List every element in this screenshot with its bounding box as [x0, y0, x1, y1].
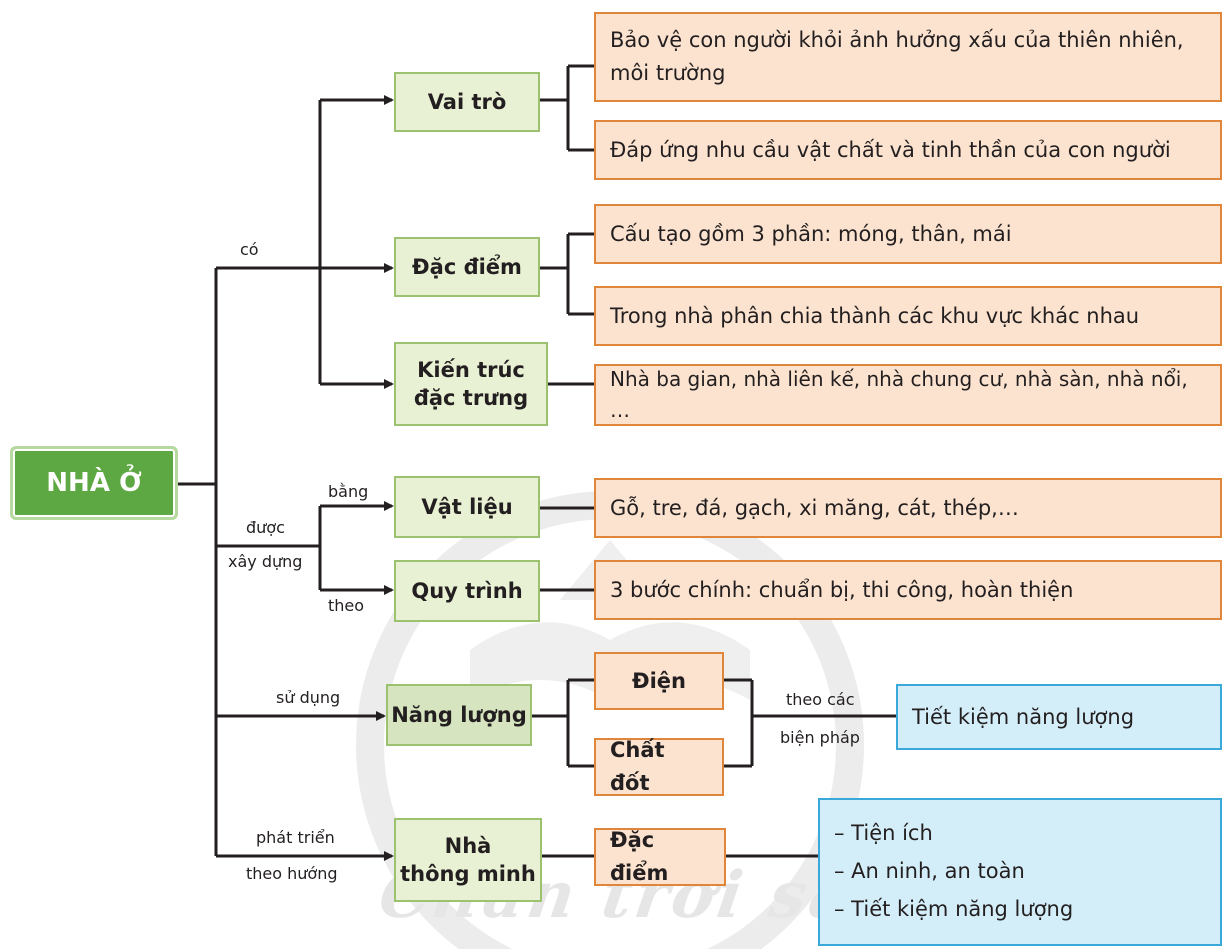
detail-vat-lieu: Gỗ, tre, đá, gạch, xi măng, cát, thép,… [594, 478, 1222, 538]
node-kien-truc: Kiến trúc đặc trưng [394, 342, 548, 426]
detail-vai-tro-2-text: Đáp ứng nhu cầu vật chất và tinh thần củ… [610, 137, 1171, 162]
detail-vai-tro-1-line2: môi trường [610, 61, 726, 85]
detail-dac-diem-tm-label: Đặc điểm [610, 828, 669, 885]
label-co: có [240, 240, 259, 259]
detail-vai-tro-2: Đáp ứng nhu cầu vật chất và tinh thần củ… [594, 120, 1222, 180]
root-node-label: NHÀ Ở [46, 468, 142, 498]
detail-dien-label: Điện [632, 668, 686, 693]
tm-list-item: – Tiện ích [834, 821, 933, 846]
detail-quy-trinh-text: 3 bước chính: chuẩn bị, thi công, hoàn t… [610, 577, 1074, 602]
tm-list-item: – An ninh, an toàn [834, 859, 1025, 884]
label-su-dung: sử dụng [276, 688, 341, 707]
detail-dac-diem-tm: Đặc điểm [594, 828, 726, 886]
node-nha-thong-minh-line1: Nhà [444, 833, 492, 858]
node-vat-lieu: Vật liệu [394, 476, 540, 538]
node-kien-truc-line1: Kiến trúc [417, 357, 525, 382]
detail-dien: Điện [594, 652, 724, 710]
label-duoc: được [246, 518, 285, 537]
detail-vai-tro-1: Bảo vệ con người khỏi ảnh hưởng xấu của … [594, 12, 1222, 102]
node-nha-thong-minh-line2: thông minh [400, 862, 536, 886]
node-vai-tro: Vai trò [394, 72, 540, 132]
label-phat-trien: phát triển [256, 828, 335, 847]
tm-list-item: – Tiết kiệm năng lượng [834, 896, 1074, 921]
detail-quy-trinh: 3 bước chính: chuẩn bị, thi công, hoàn t… [594, 560, 1222, 620]
detail-dac-diem-2: Trong nhà phân chia thành các khu vực kh… [594, 286, 1222, 346]
detail-dac-diem-1-text: Cấu tạo gồm 3 phần: móng, thân, mái [610, 221, 1012, 246]
node-dac-diem: Đặc điểm [394, 237, 540, 297]
detail-tiet-kiem: Tiết kiệm năng lượng [896, 684, 1222, 750]
node-quy-trinh-label: Quy trình [411, 578, 523, 603]
detail-tiet-kiem-text: Tiết kiệm năng lượng [912, 705, 1135, 729]
node-nang-luong-label: Năng lượng [391, 702, 527, 727]
detail-dac-diem-2-text: Trong nhà phân chia thành các khu vực kh… [610, 303, 1140, 328]
node-vat-lieu-label: Vật liệu [421, 494, 513, 519]
node-dac-diem-label: Đặc điểm [412, 254, 522, 279]
label-xay-dung: xây dựng [228, 552, 303, 571]
detail-dac-diem-1: Cấu tạo gồm 3 phần: móng, thân, mái [594, 204, 1222, 264]
label-theo: theo [328, 596, 365, 615]
node-quy-trinh: Quy trình [394, 560, 540, 622]
label-bien-phap: biện pháp [780, 728, 860, 747]
label-theo-cac: theo các [786, 690, 855, 709]
node-nha-thong-minh: Nhà thông minh [394, 818, 542, 902]
detail-vai-tro-1-line1: Bảo vệ con người khỏi ảnh hưởng xấu của … [610, 28, 1184, 53]
node-nang-luong: Năng lượng [386, 684, 532, 746]
node-vai-tro-label: Vai trò [427, 89, 507, 114]
root-node-nha-o: NHÀ Ở [10, 446, 178, 520]
detail-tm-list: – Tiện ích – An ninh, an toàn – Tiết kiệ… [818, 798, 1222, 946]
label-theo-huong: theo hướng [246, 864, 338, 883]
detail-kien-truc-text: Nhà ba gian, nhà liên kế, nhà chung cư, … [610, 367, 1188, 422]
detail-kien-truc: Nhà ba gian, nhà liên kế, nhà chung cư, … [594, 364, 1222, 426]
detail-chat-dot: Chất đốt [594, 738, 724, 796]
detail-chat-dot-label: Chất đốt [610, 738, 665, 795]
label-bang: bằng [328, 482, 369, 501]
node-kien-truc-line2: đặc trưng [413, 386, 529, 410]
detail-vat-lieu-text: Gỗ, tre, đá, gạch, xi măng, cát, thép,… [610, 495, 1019, 520]
